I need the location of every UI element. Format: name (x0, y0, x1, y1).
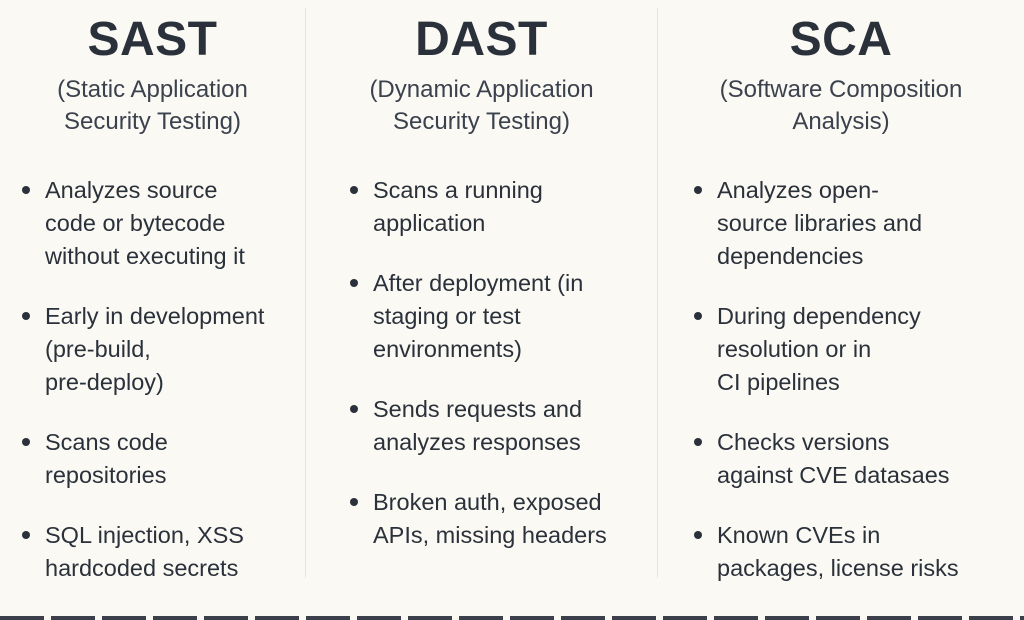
bullet-text: Early in development (pre-build, pre-dep… (45, 302, 265, 395)
column-sca: SCA (Software Composition Analysis) Anal… (658, 0, 1024, 620)
bullet-text: Scans code repositories (45, 428, 168, 488)
bullet-dot-icon (694, 311, 702, 320)
bullet-dot-icon (694, 437, 702, 446)
column-sast-bullet-list: Analyzes source code or bytecode without… (0, 174, 305, 585)
list-item: Broken auth, exposed APIs, missing heade… (350, 486, 657, 552)
bullet-dot-icon (22, 530, 30, 539)
cutoff-content-strip (0, 616, 1024, 620)
list-item: Sends requests and analyzes responses (350, 393, 657, 459)
bullet-dot-icon (694, 530, 702, 539)
list-item: During dependency resolution or in CI pi… (694, 300, 1024, 399)
column-divider (305, 8, 306, 578)
column-dast-bullet-list: Scans a running application After deploy… (306, 174, 657, 552)
list-item: Scans a running application (350, 174, 657, 240)
column-divider (657, 8, 658, 578)
column-dast-subtitle: (Dynamic Application Security Testing) (369, 75, 594, 135)
bullet-text: Broken auth, exposed APIs, missing heade… (373, 488, 607, 548)
column-sast-title: SAST (87, 13, 218, 66)
column-sast: SAST (Static Application Security Testin… (0, 0, 305, 620)
list-item: Known CVEs in packages, license risks (694, 519, 1024, 585)
bullet-dot-icon (350, 497, 358, 506)
list-item: SQL injection, XSS hardcoded secrets (22, 519, 305, 585)
list-item: Scans code repositories (22, 426, 305, 492)
bullet-text: Analyzes source code or bytecode without… (45, 176, 245, 269)
bullet-text: After deployment (in staging or test env… (373, 269, 584, 362)
bullet-text: Analyzes open- source libraries and depe… (717, 176, 923, 269)
bullet-dot-icon (350, 404, 358, 413)
list-item: Checks versions against CVE datasaes (694, 426, 1024, 492)
column-sca-title: SCA (789, 13, 893, 66)
column-sast-subtitle: (Static Application Security Testing) (57, 75, 248, 135)
bullet-dot-icon (350, 185, 358, 194)
bullet-text: During dependency resolution or in CI pi… (717, 302, 921, 395)
bullet-text: Checks versions against CVE datasaes (717, 428, 950, 488)
bullet-text: Scans a running application (373, 176, 543, 236)
bullet-dot-icon (350, 278, 358, 287)
column-dast: DAST (Dynamic Application Security Testi… (306, 0, 657, 620)
column-dast-title: DAST (415, 13, 548, 66)
column-sca-bullet-list: Analyzes open- source libraries and depe… (658, 174, 1024, 585)
bullet-dot-icon (22, 437, 30, 446)
column-sca-subtitle: (Software Composition Analysis) (719, 75, 963, 135)
column-dast-header: DAST (Dynamic Application Security Testi… (306, 13, 657, 138)
bullet-dot-icon (694, 185, 702, 194)
bullet-dot-icon (22, 185, 30, 194)
list-item: After deployment (in staging or test env… (350, 267, 657, 366)
column-sast-header: SAST (Static Application Security Testin… (0, 13, 305, 138)
column-sca-header: SCA (Software Composition Analysis) (658, 13, 1024, 138)
bullet-text: Sends requests and analyzes responses (373, 395, 583, 455)
bullet-text: SQL injection, XSS hardcoded secrets (45, 521, 244, 581)
list-item: Early in development (pre-build, pre-dep… (22, 300, 305, 399)
bullet-dot-icon (22, 311, 30, 320)
list-item: Analyzes open- source libraries and depe… (694, 174, 1024, 273)
list-item: Analyzes source code or bytecode without… (22, 174, 305, 273)
bullet-text: Known CVEs in packages, license risks (717, 521, 959, 581)
